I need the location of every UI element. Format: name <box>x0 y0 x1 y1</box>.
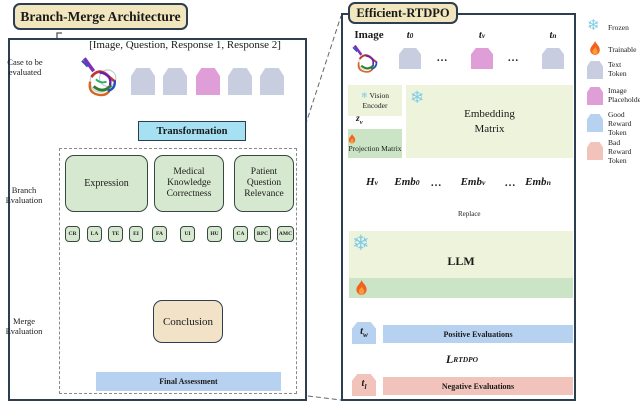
efficient-rtdpo-title: Efficient-RTDPO <box>348 2 458 24</box>
zv-label: zv <box>356 114 363 126</box>
ellipsis: … <box>436 52 448 64</box>
branch-medical-knowledge: Medical Knowledge Correctness <box>154 155 224 212</box>
legend-label-good-reward: Good Reward Token <box>608 110 632 137</box>
image-placeholder-token <box>587 87 603 105</box>
transformation-box: Transformation <box>138 121 246 141</box>
metric-chip: FA <box>152 226 167 242</box>
llm-label: LLM <box>447 254 475 268</box>
metric-chip: CR <box>65 226 80 242</box>
image-placeholder-token <box>471 48 493 69</box>
legend-label-frozen: Frozen <box>608 23 629 32</box>
metric-chip: UI <box>180 226 195 242</box>
positive-evaluations-bar: Positive Evaluations <box>383 325 573 343</box>
medical-image-small <box>351 44 385 74</box>
image-label: Image <box>354 29 384 41</box>
legend-label-trainable: Trainable <box>608 45 637 54</box>
final-assessment-label: Final Assessment <box>159 377 218 386</box>
evaluation-dashed-box <box>59 148 297 394</box>
branch-patient-label: Patient Question Relevance <box>244 167 284 199</box>
flame-icon <box>590 41 600 55</box>
positive-evaluations-label: Positive Evaluations <box>443 329 513 339</box>
llm-adapter-strip <box>349 278 573 298</box>
flame-icon <box>356 280 367 295</box>
legend-label-image-placeholder: Image Placeholder <box>608 86 640 104</box>
final-assessment-bar: Final Assessment <box>96 372 281 391</box>
metric-chip: CA <box>233 226 248 242</box>
text-token <box>260 68 284 95</box>
efficient-rtdpo-title-text: Efficient-RTDPO <box>356 5 450 20</box>
image-placeholder-token <box>196 68 220 95</box>
bad-reward-token: tl <box>352 374 376 396</box>
llm-box: LLM <box>349 231 573 278</box>
conclusion-label: Conclusion <box>162 315 214 328</box>
embedding-matrix-box: Embedding Matrix <box>406 85 573 158</box>
transformation-label: Transformation <box>156 125 228 137</box>
tuple-text: [Image, Question, Response 1, Response 2… <box>89 39 281 51</box>
vision-encoder-label: Vision Encoder <box>362 91 390 110</box>
snowflake-icon: ❄ <box>352 231 370 255</box>
case-label: Case to be evaluated <box>7 57 43 78</box>
metric-chip: AMC <box>277 226 294 242</box>
metric-chip: LA <box>87 226 102 242</box>
metric-chip: HU <box>207 226 222 242</box>
text-token <box>131 68 155 95</box>
metric-chip: RPC <box>254 226 271 242</box>
branch-medical-label: Medical Knowledge Correctness <box>166 167 212 199</box>
text-token <box>399 48 421 69</box>
ellipsis: … <box>504 177 516 189</box>
text-token <box>228 68 252 95</box>
negative-evaluations-bar: Negative Evaluations <box>383 377 573 395</box>
branch-eval-label: Branch Evaluation <box>5 185 43 206</box>
ellipsis: … <box>430 177 442 189</box>
snowflake-icon: ❄ <box>360 91 368 101</box>
projection-matrix-label: Projection Matrix <box>348 143 402 153</box>
ellipsis: … <box>507 52 519 64</box>
branch-expression: Expression <box>65 155 148 212</box>
projection-matrix-box: Projection Matrix <box>348 129 402 158</box>
merge-eval-label: Merge Evaluation <box>5 316 43 337</box>
vision-encoder-box: ❄ Vision Encoder <box>348 85 402 116</box>
metric-chip: EI <box>129 226 143 242</box>
zoom-connectors <box>297 15 342 401</box>
replace-label: Replace <box>458 210 481 218</box>
conclusion-box: Conclusion <box>153 300 223 343</box>
flame-icon <box>349 133 356 144</box>
embedding-matrix-label: Embedding Matrix <box>464 108 515 135</box>
branch-merge-title-text: Branch-Merge Architecture <box>20 8 181 24</box>
branch-patient-question: Patient Question Relevance <box>234 155 294 212</box>
medical-image <box>79 56 127 98</box>
legend-label-bad-reward: Bad Reward Token <box>608 138 632 165</box>
branch-expression-label: Expression <box>84 177 129 189</box>
snowflake-icon: ❄ <box>587 18 600 34</box>
snowflake-icon: ❄ <box>410 88 425 107</box>
text-token <box>542 48 564 69</box>
good-reward-token: tw <box>352 322 376 344</box>
protein-structure-image <box>352 44 378 73</box>
branch-merge-title: Branch-Merge Architecture <box>13 3 188 30</box>
bad-reward-token <box>587 142 603 160</box>
legend-label-text-token: Text Token <box>608 60 627 78</box>
metric-chip: TE <box>108 226 123 242</box>
text-token <box>587 61 603 79</box>
protein-structure-image <box>81 57 117 97</box>
negative-evaluations-label: Negative Evaluations <box>441 381 515 391</box>
good-reward-token <box>587 114 603 132</box>
text-token <box>163 68 187 95</box>
